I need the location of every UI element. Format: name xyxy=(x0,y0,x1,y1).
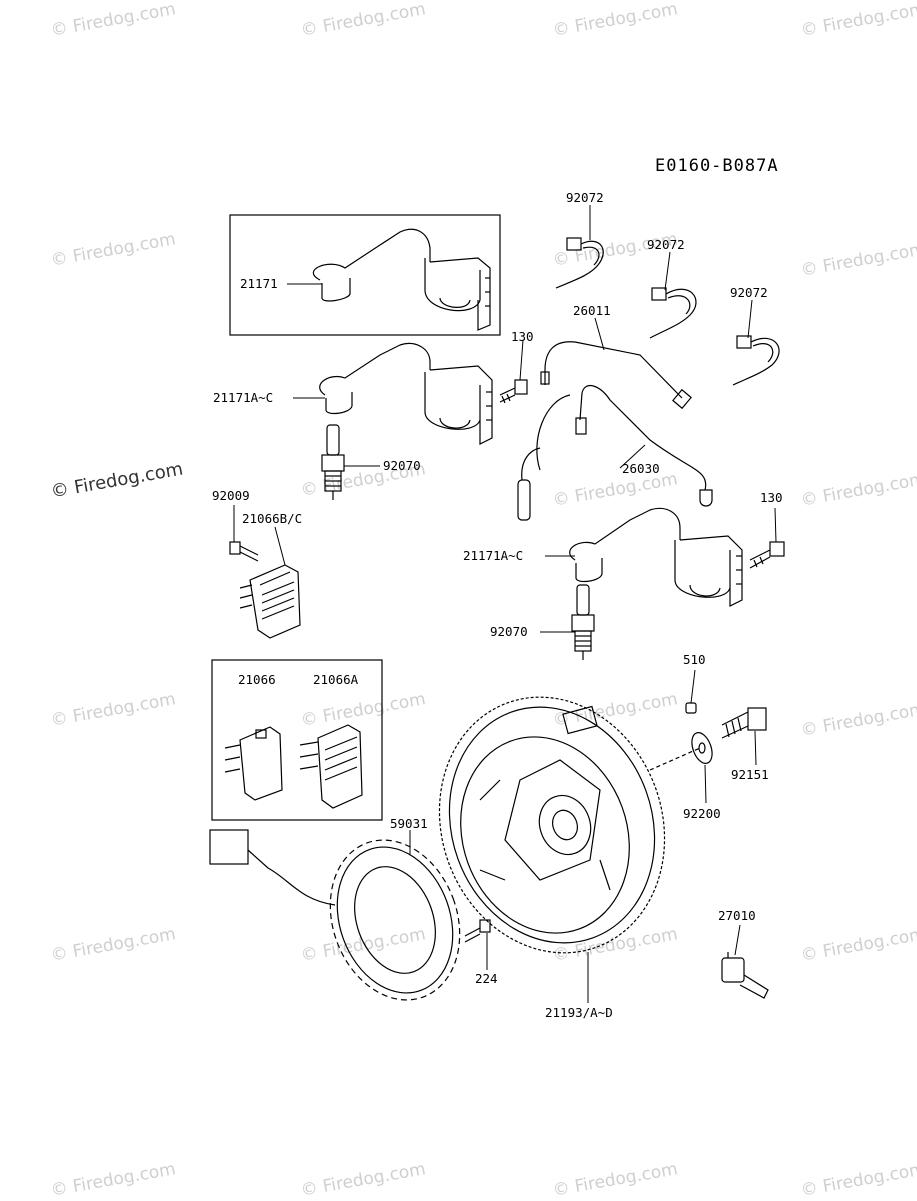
label-21171ac-top: 21171A~C xyxy=(213,390,274,405)
label-224: 224 xyxy=(475,971,498,986)
stator-59031 xyxy=(209,829,461,1001)
label-92072-a: 92072 xyxy=(566,190,604,205)
regulator-21066a xyxy=(299,724,363,809)
label-27010: 27010 xyxy=(718,908,756,923)
flywheel-21193 xyxy=(438,696,666,954)
label-92151: 92151 xyxy=(731,767,769,782)
regulator-21066bc xyxy=(239,564,301,639)
screw-92009 xyxy=(229,541,259,562)
bolt-130-left xyxy=(499,379,528,404)
label-92070-right: 92070 xyxy=(490,624,528,639)
label-21193: 21193/A~D xyxy=(545,1005,613,1020)
optional-coil-box xyxy=(229,214,501,336)
label-92072-c: 92072 xyxy=(730,285,768,300)
label-21171: 21171 xyxy=(240,276,278,291)
key-510 xyxy=(685,702,697,714)
bolt-130-right xyxy=(749,541,785,569)
regulator-options-box xyxy=(211,659,383,821)
clamp-92072-c xyxy=(732,335,780,386)
label-21066: 21066 xyxy=(238,672,276,687)
lead-wire-26011 xyxy=(540,341,692,410)
label-26030: 26030 xyxy=(622,461,660,476)
label-21171ac-right: 21171A~C xyxy=(463,548,524,563)
label-130-left: 130 xyxy=(511,329,534,344)
clamp-92072-a xyxy=(555,237,604,289)
label-92200: 92200 xyxy=(683,806,721,821)
ignition-coil-boxed xyxy=(312,228,491,331)
bolt-224 xyxy=(464,919,491,943)
label-26011: 26011 xyxy=(573,303,611,318)
ignition-coil-top xyxy=(319,342,493,445)
bolt-92151 xyxy=(721,707,767,739)
label-21066a: 21066A xyxy=(313,672,359,687)
lead-wire-26030 xyxy=(517,384,713,521)
switch-27010 xyxy=(721,952,769,999)
label-92072-b: 92072 xyxy=(647,237,685,252)
label-510: 510 xyxy=(683,652,706,667)
diagram-code: E0160-B087A xyxy=(655,156,779,176)
label-59031: 59031 xyxy=(390,816,428,831)
label-92070-top: 92070 xyxy=(383,458,421,473)
regulator-21066 xyxy=(224,726,283,801)
washer-92200 xyxy=(691,732,713,764)
label-130-right: 130 xyxy=(760,490,783,505)
spark-plug-right xyxy=(571,584,595,660)
spark-plug-top xyxy=(321,424,345,500)
label-92009: 92009 xyxy=(212,488,250,503)
ignition-coil-right xyxy=(569,507,743,607)
leader-lines xyxy=(233,205,777,1003)
label-21066bc: 21066B/C xyxy=(242,511,303,526)
clamp-92072-b xyxy=(649,287,697,339)
